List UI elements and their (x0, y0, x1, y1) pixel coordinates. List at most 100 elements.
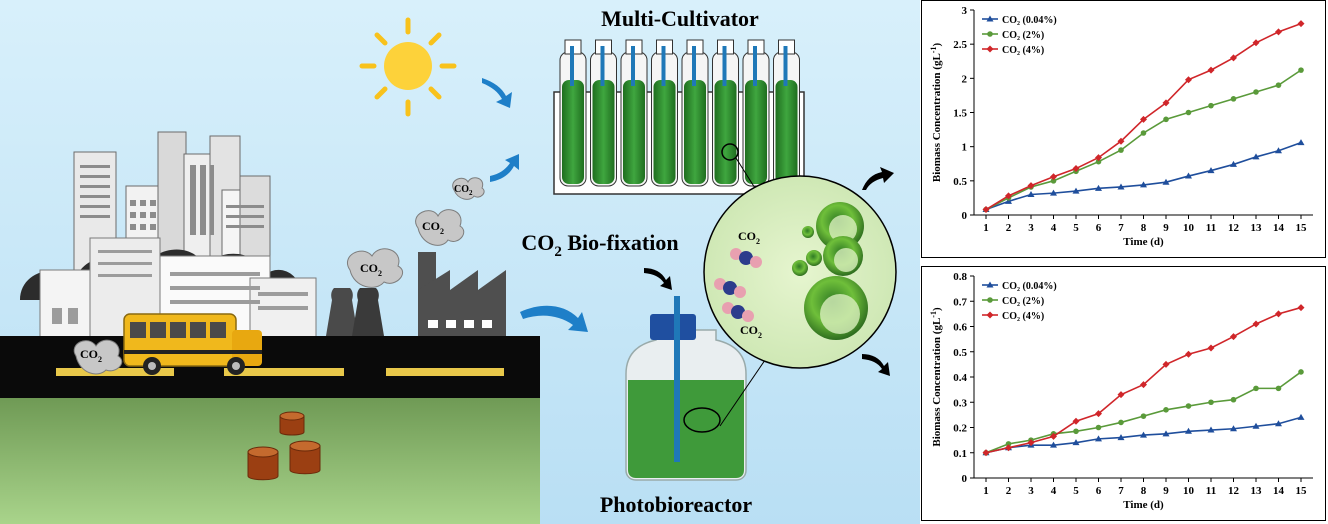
y-tick-label: 0.6 (953, 322, 967, 334)
y-tick-label: 2.5 (953, 39, 967, 51)
legend-marker (987, 31, 993, 37)
co2-labels: CO2 CO2 CO2 CO2 CO2 CO2 (80, 184, 762, 364)
tube-culture (592, 80, 615, 184)
tube-aeration (722, 46, 727, 86)
low-building-windows (52, 250, 308, 324)
data-point (1230, 396, 1237, 403)
legend-marker (986, 311, 994, 319)
data-point (1297, 413, 1305, 420)
smoke-clouds (73, 177, 485, 375)
y-axis-label-end: ) (931, 307, 943, 311)
y-tick-label: 0.3 (953, 397, 967, 409)
data-point (1118, 147, 1124, 153)
data-point (1072, 439, 1080, 446)
x-tick-label: 10 (1183, 222, 1195, 234)
tube-aeration (753, 46, 757, 86)
y-tick-label: 1.5 (953, 108, 967, 120)
x-tick-label: 6 (1096, 485, 1102, 497)
data-point (982, 206, 990, 214)
data-point (1207, 66, 1215, 74)
data-point (1005, 441, 1012, 447)
data-point (1185, 427, 1192, 434)
data-point (1027, 182, 1035, 190)
data-point (1050, 189, 1057, 196)
series-line (985, 306, 1302, 454)
co2-label: CO2 (740, 323, 762, 340)
data-point (1027, 439, 1035, 447)
data-point (1252, 153, 1260, 160)
data-point (1073, 428, 1079, 435)
data-point (1163, 407, 1169, 413)
co2-label: CO2 (454, 184, 473, 197)
data-point (1185, 403, 1192, 409)
data-point (1095, 410, 1102, 418)
y-tick-label: 0.2 (953, 423, 967, 435)
data-point (1230, 54, 1237, 62)
x-tick-label: 15 (1296, 485, 1308, 497)
data-point (1117, 137, 1125, 145)
data-point (1230, 425, 1237, 432)
bioreactor-cap (650, 314, 696, 340)
data-point (1275, 28, 1282, 36)
data-point (1297, 304, 1305, 312)
data-point (1050, 178, 1057, 184)
data-point (1140, 381, 1147, 389)
data-point (1050, 441, 1057, 448)
y-tick-label: 0.7 (953, 296, 967, 308)
x-tick-label: 13 (1251, 485, 1263, 497)
legend-marker (986, 281, 994, 288)
y-tick-label: 3 (962, 5, 968, 17)
data-point (1207, 344, 1215, 352)
tube-culture (714, 80, 737, 184)
x-tick-label: 12 (1228, 222, 1240, 234)
x-axis-label: Time (d) (1123, 236, 1164, 248)
data-point (1163, 116, 1169, 123)
building-windows (80, 165, 264, 235)
y-tick-label: 0 (962, 210, 968, 222)
data-point (1253, 385, 1259, 392)
data-point (1275, 420, 1282, 427)
tube-culture (623, 80, 645, 184)
legend-label: CO₂ (0.04%) (1002, 15, 1057, 26)
road-markings (56, 368, 504, 376)
x-tick-label: 11 (1206, 222, 1216, 234)
data-point (1140, 181, 1147, 188)
tube-aeration (692, 46, 696, 86)
data-point (1050, 432, 1057, 440)
x-tick-label: 8 (1141, 485, 1147, 497)
data-point (1230, 333, 1237, 341)
data-point (982, 449, 990, 457)
tube-culture (775, 80, 798, 184)
data-point (1005, 192, 1012, 200)
x-tick-label: 10 (1183, 485, 1195, 497)
magnify-ring-bottom (683, 407, 721, 433)
tube-aeration (570, 46, 574, 86)
data-point (1005, 197, 1012, 204)
data-point (1117, 391, 1125, 399)
data-point (1072, 187, 1080, 194)
data-point (1208, 102, 1214, 109)
y-axis-label-sup: -1 (929, 311, 938, 318)
legend-marker (987, 297, 993, 303)
legend-label: CO₂ (2%) (1002, 296, 1044, 307)
bioreactor-tube (674, 296, 680, 462)
y-axis-label: Biomass Concentration (gL-1) (929, 307, 943, 447)
x-tick-label: 9 (1163, 222, 1169, 234)
data-point (1162, 178, 1170, 185)
y-axis-label: Biomass Concentration (gL-1) (929, 43, 943, 183)
data-point (1185, 172, 1192, 179)
x-tick-label: 4 (1051, 485, 1057, 497)
algae-cells (792, 202, 868, 340)
legend-label: CO₂ (4%) (1002, 311, 1044, 322)
data-point (1185, 350, 1192, 358)
x-tick-label: 14 (1273, 485, 1285, 497)
x-tick-label: 2 (1006, 222, 1012, 234)
x-tick-label: 5 (1073, 222, 1079, 234)
data-point (1095, 184, 1102, 191)
data-point (1275, 147, 1282, 154)
